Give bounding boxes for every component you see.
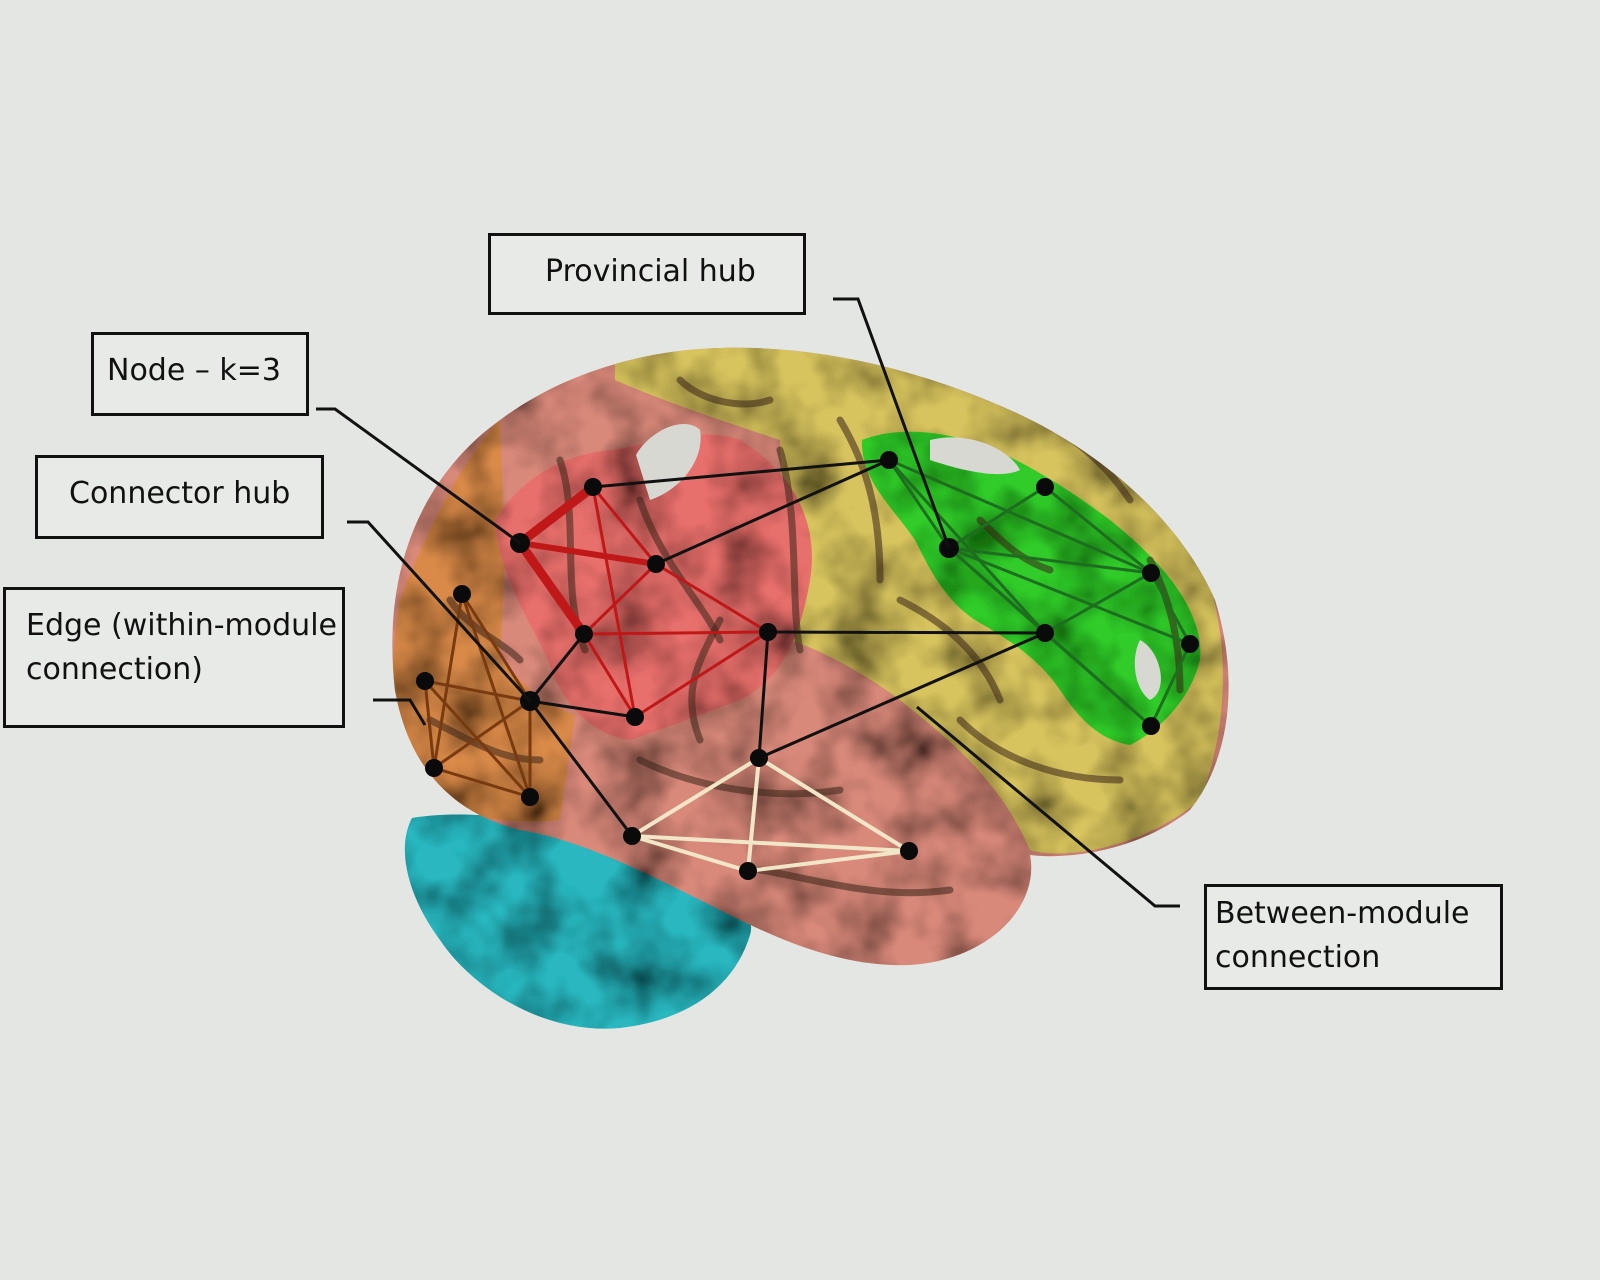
module-yellow (615, 347, 1223, 854)
leader-lines (316, 297, 1180, 908)
edge-label: Edge (within-module connection) (3, 587, 345, 728)
node (647, 555, 665, 573)
node (1036, 624, 1054, 642)
node (750, 749, 768, 767)
node (739, 862, 757, 880)
node (425, 759, 443, 777)
edges-red-module (516, 483, 769, 719)
node-k3-label: Node – k=3 (91, 332, 309, 416)
leader-connector-hub (347, 520, 532, 703)
node (626, 708, 644, 726)
provincial-hub-text: Provincial hub (545, 254, 756, 289)
node (623, 827, 641, 845)
node (880, 451, 898, 469)
edges-temporal-module (630, 756, 911, 873)
connector-hub-label: Connector hub (35, 455, 324, 539)
node (900, 842, 918, 860)
leader-edge (373, 698, 427, 726)
edge-label-line2: connection) (26, 652, 203, 687)
leader-between-module (916, 705, 1180, 908)
node (1142, 717, 1160, 735)
node (1036, 478, 1054, 496)
node (1181, 635, 1199, 653)
node (575, 625, 593, 643)
node (453, 585, 471, 603)
gyrus-patch (930, 437, 1020, 475)
between-label-line2: connection (1215, 940, 1381, 975)
module-red (495, 434, 812, 740)
node (1142, 564, 1160, 582)
module-green (861, 431, 1201, 745)
between-label-line1: Between-module (1215, 896, 1470, 931)
edge-label-line1: Edge (within-module (26, 608, 337, 643)
node (584, 478, 602, 496)
leader-provincial-hub (833, 297, 951, 549)
node (416, 672, 434, 690)
node (759, 623, 777, 641)
node (521, 788, 539, 806)
edges-orange-module (423, 593, 532, 799)
leader-node-k3 (316, 407, 521, 545)
node-k3-text: Node – k=3 (107, 353, 281, 388)
gyrus-patch (1134, 640, 1161, 700)
between-module-label: Between-module connection (1204, 884, 1503, 990)
edges-between-modules (528, 458, 1046, 837)
provincial-hub-label: Provincial hub (488, 233, 806, 315)
connector-hub-text: Connector hub (69, 476, 291, 511)
